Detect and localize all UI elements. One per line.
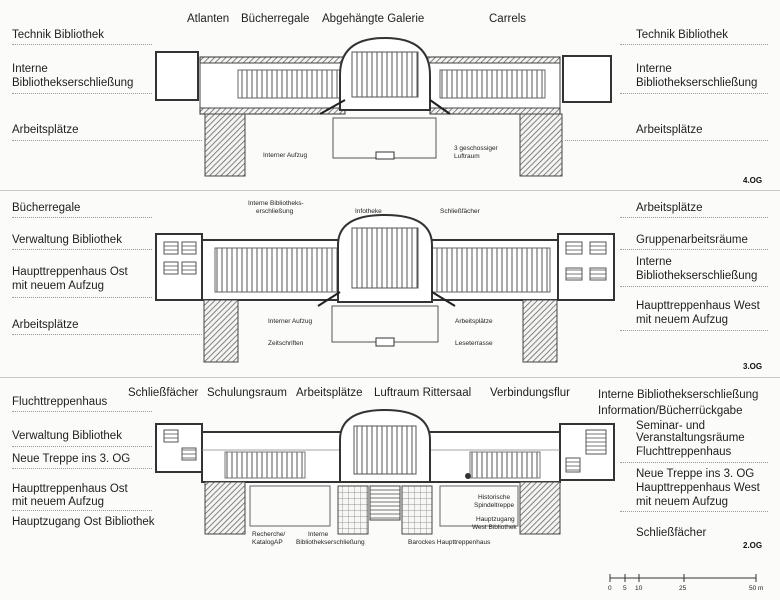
small-3og-infotheke: Infotheke xyxy=(355,208,382,215)
label-3og-right-interne-1: Interne xyxy=(636,256,672,268)
level-3og: 3.OG xyxy=(743,362,763,371)
small-3og-aufzug: Interner Aufzug xyxy=(268,318,313,325)
label-2og-left-zugang: Hauptzugang Ost Bibliothek xyxy=(12,516,155,528)
leader xyxy=(12,217,152,218)
label-3og-left-verwaltung: Verwaltung Bibliothek xyxy=(12,234,122,246)
label-2og-top-schliess: Schließfächer xyxy=(128,387,199,399)
label-4og-galerie: Abgehängte Galerie xyxy=(322,13,425,25)
leader xyxy=(12,411,152,412)
label-2og-top-schulung: Schulungsraum xyxy=(207,387,287,399)
scale-bar xyxy=(609,574,757,582)
small-2og-spindel-1: Historische xyxy=(478,494,511,501)
small-2og-interne-2: Bibliothekserschließung xyxy=(296,539,365,546)
small-2og-interne-1: Interne xyxy=(308,531,329,538)
label-4og-left-arbeits: Arbeitsplätze xyxy=(12,124,79,136)
label-4og-left-interne-1: Interne xyxy=(12,63,48,75)
small-3og-interne-1: Interne Bibliotheks- xyxy=(248,200,304,207)
scale-tick-10: 10 xyxy=(635,585,643,592)
label-4og-carrels: Carrels xyxy=(489,13,527,25)
label-2og-right-flucht: Fluchttreppenhaus xyxy=(636,446,732,458)
label-3og-right-interne-2: Bibliothekserschließung xyxy=(636,270,758,282)
small-2og-west-1: Hauptzugang xyxy=(476,516,515,523)
label-2og-top-arbeits: Arbeitsplätze xyxy=(296,387,363,399)
small-4og-luft-1: 3 geschossiger xyxy=(454,145,498,152)
level-2og: 2.OG xyxy=(743,541,763,550)
label-3og-right-gruppen: Gruppenarbeitsräume xyxy=(636,234,748,246)
small-4og-aufzug: Interner Aufzug xyxy=(263,152,308,159)
leader xyxy=(620,217,768,218)
label-2og-right-schliess: Schließfächer xyxy=(636,527,707,539)
label-2og-right-neue: Neue Treppe ins 3. OG xyxy=(636,468,755,480)
label-4og-right-arbeits: Arbeitsplätze xyxy=(636,124,703,136)
leader xyxy=(620,511,768,512)
leader xyxy=(620,249,768,250)
label-3og-left-buecherregale: Bücherregale xyxy=(12,202,81,214)
plan-3og xyxy=(155,213,615,363)
label-4og-right-interne-1: Interne xyxy=(636,63,672,75)
leader xyxy=(565,140,768,141)
label-3og-left-arbeits: Arbeitsplätze xyxy=(12,319,79,331)
leader xyxy=(620,462,768,463)
small-2og-barock: Barockes Haupttreppenhaus xyxy=(408,539,491,546)
level-4og: 4.OG xyxy=(743,176,763,185)
leader xyxy=(12,334,202,335)
label-3og-left-haupt-2: mit neuem Aufzug xyxy=(12,280,105,292)
leader xyxy=(12,468,152,469)
label-2og-right-haupt-2: mit neuem Aufzug xyxy=(636,496,729,508)
plan-2og xyxy=(155,408,615,535)
small-4og-luft-2: Luftraum xyxy=(454,153,480,160)
leader xyxy=(12,93,152,94)
small-2og-recherche-2: KatalogAP xyxy=(252,539,283,546)
small-3og-arbeits: Arbeitsplätze xyxy=(455,318,493,325)
small-3og-leseterrasse: Leseterrasse xyxy=(455,340,493,347)
scale-tick-0: 0 xyxy=(608,585,612,592)
leader xyxy=(620,286,768,287)
label-2og-left-haupt-1: Haupttreppenhaus Ost xyxy=(12,483,128,495)
separator xyxy=(0,190,780,191)
small-2og-recherche-1: Recherche/ xyxy=(252,531,286,538)
small-3og-interne-2: erschließung xyxy=(256,208,294,215)
leader xyxy=(12,44,152,45)
leader xyxy=(620,330,768,331)
label-4og-left-interne-2: Bibliothekserschließung xyxy=(12,77,134,89)
label-2og-right-haupt-1: Haupttreppenhaus West xyxy=(636,482,760,494)
label-2og-left-flucht: Fluchttreppenhaus xyxy=(12,396,108,408)
label-2og-right-seminar-2: Veranstaltungsräume xyxy=(636,432,745,444)
leader xyxy=(12,297,152,298)
scale-labels: 0 5 10 25 50 m xyxy=(606,585,776,595)
label-4og-right-interne-2: Bibliothekserschließung xyxy=(636,77,758,89)
leader xyxy=(12,140,202,141)
label-2og-left-haupt-2: mit neuem Aufzug xyxy=(12,496,105,508)
label-3og-right-haupt-1: Haupttreppenhaus West xyxy=(636,300,760,312)
label-4og-right-technik: Technik Bibliothek xyxy=(636,29,729,41)
leader xyxy=(12,446,152,447)
scale-tick-50: 50 m xyxy=(749,585,764,592)
leader xyxy=(12,249,152,250)
label-4og-buecherregale: Bücherregale xyxy=(241,13,310,25)
scale-tick-25: 25 xyxy=(679,585,687,592)
small-3og-zeitschriften: Zeitschriften xyxy=(268,340,304,347)
leader xyxy=(12,510,152,511)
label-4og-left-technik: Technik Bibliothek xyxy=(12,29,105,41)
scale-tick-5: 5 xyxy=(623,585,627,592)
label-2og-top-verbindung: Verbindungsflur xyxy=(490,387,570,399)
small-2og-west-2: West Bibliothek xyxy=(472,524,517,531)
label-2og-left-verwaltung: Verwaltung Bibliothek xyxy=(12,430,122,442)
label-2og-right-seminar-1: Seminar- und xyxy=(636,420,706,432)
label-3og-right-haupt-2: mit neuem Aufzug xyxy=(636,314,729,326)
label-3og-left-haupt-1: Haupttreppenhaus Ost xyxy=(12,266,128,278)
label-4og-atlanten: Atlanten xyxy=(187,13,230,25)
leader xyxy=(620,93,768,94)
leader xyxy=(620,44,768,45)
label-2og-left-neue: Neue Treppe ins 3. OG xyxy=(12,453,131,465)
label-2og-right-interne: Interne Bibliothekserschließung xyxy=(598,389,759,401)
separator xyxy=(0,377,780,378)
label-2og-top-luftraum: Luftraum Rittersaal xyxy=(374,387,472,399)
plan-4og xyxy=(155,36,612,177)
label-2og-right-info: Information/Bücherrückgabe xyxy=(598,405,743,417)
label-3og-right-arbeits: Arbeitsplätze xyxy=(636,202,703,214)
small-2og-spindel-2: Spindeltreppe xyxy=(474,502,515,509)
small-3og-schliess: Schließfächer xyxy=(440,208,480,215)
